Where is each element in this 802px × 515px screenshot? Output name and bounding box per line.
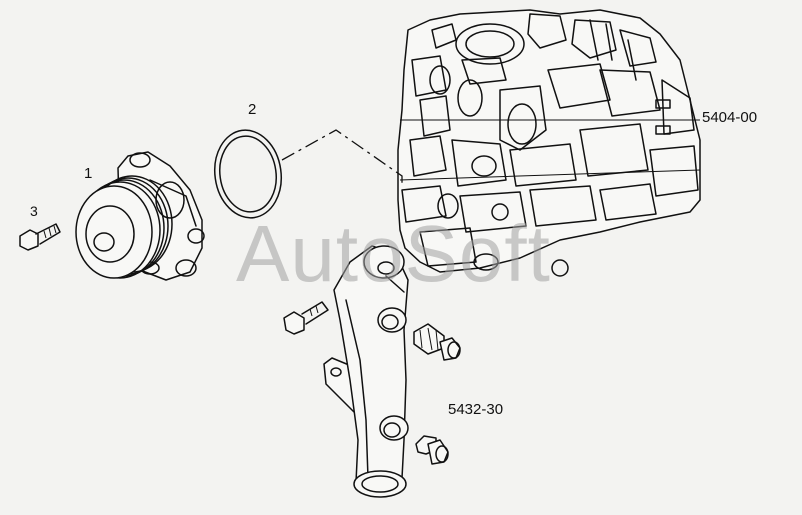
drain-plug xyxy=(415,435,449,465)
water-pump xyxy=(75,151,205,281)
callout-part-1: 1 xyxy=(84,165,93,182)
engine-block-code-label: 5404-00 xyxy=(702,109,758,126)
pipe-code-label: 5432-30 xyxy=(448,401,504,418)
pump-bolt xyxy=(19,223,61,251)
callout-part-3: 3 xyxy=(30,203,38,219)
callout-part-2: 2 xyxy=(248,101,257,118)
temperature-sender xyxy=(413,323,461,361)
alignment-line xyxy=(281,129,403,186)
o-ring-seal xyxy=(214,129,282,219)
inlet-pipe xyxy=(323,245,409,498)
watermark: AutoSoft xyxy=(236,209,551,298)
pipe-flange-bolt xyxy=(283,301,329,335)
engine-block xyxy=(397,9,701,277)
